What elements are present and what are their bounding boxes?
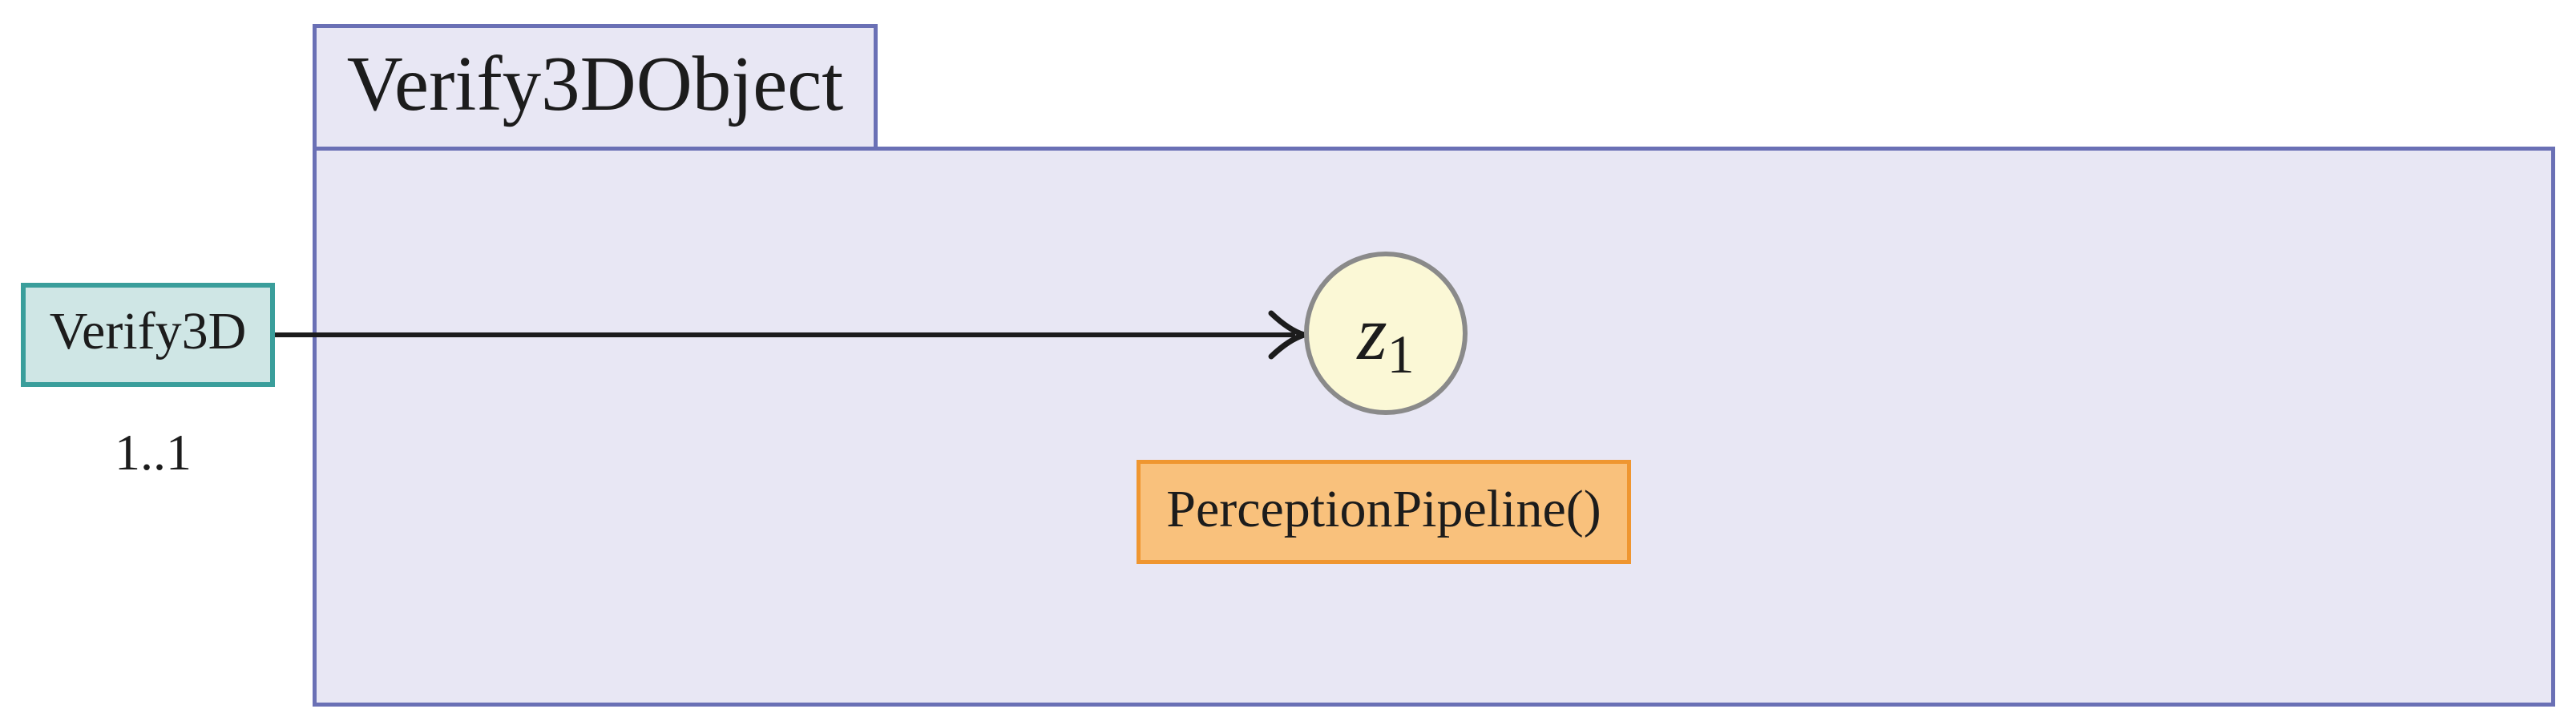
input-box-label: Verify3D: [49, 302, 247, 360]
container-tab: Verify3DObject: [313, 24, 878, 151]
place-node: z 1: [1304, 252, 1468, 415]
container-body: [313, 147, 2555, 707]
function-box: PerceptionPipeline(): [1137, 460, 1631, 564]
container-title: Verify3DObject: [346, 40, 844, 127]
place-label-base: z: [1357, 290, 1387, 376]
input-box: Verify3D: [21, 283, 275, 387]
multiplicity-label: 1..1: [115, 424, 192, 481]
function-box-label: PerceptionPipeline(): [1166, 480, 1601, 538]
place-label-subscript: 1: [1387, 324, 1415, 385]
